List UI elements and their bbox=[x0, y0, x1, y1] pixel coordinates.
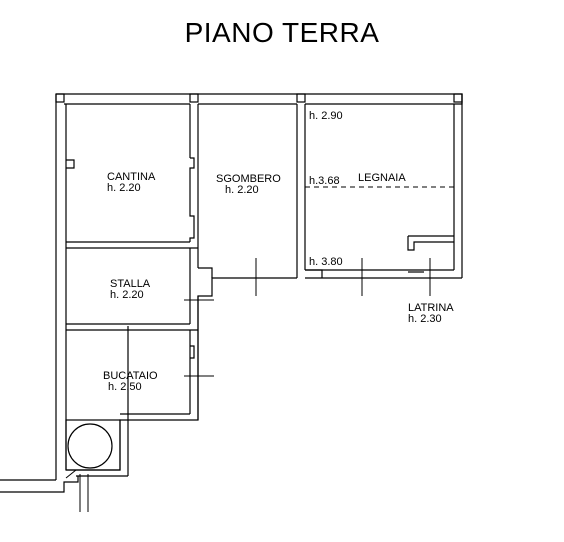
room-name-bucataio: BUCATAIO bbox=[103, 370, 158, 382]
room-height-bucataio: h. 2.50 bbox=[108, 381, 142, 393]
room-height-latrina: h. 2.30 bbox=[408, 313, 442, 325]
room-name-legnaia: LEGNAIA bbox=[358, 172, 406, 184]
room-name-latrina: LATRINA bbox=[408, 302, 454, 314]
height-mark-380: h. 3.80 bbox=[309, 256, 343, 268]
room-name-cantina: CANTINA bbox=[107, 171, 156, 183]
room-name-sgombero: SGOMBERO bbox=[216, 173, 281, 185]
room-height-cantina: h. 2.20 bbox=[107, 182, 141, 194]
interior-walls bbox=[66, 104, 454, 420]
door-marks bbox=[79, 258, 431, 512]
height-mark-290: h. 2.90 bbox=[309, 110, 343, 122]
height-mark-368: h.3.68 bbox=[309, 175, 340, 187]
well-circle bbox=[65, 419, 121, 479]
plan-title: PIANO TERRA bbox=[184, 17, 380, 48]
room-height-stalla: h. 2.20 bbox=[110, 289, 144, 301]
outer-walls bbox=[0, 93, 463, 493]
room-height-sgombero: h. 2.20 bbox=[225, 184, 259, 196]
room-name-stalla: STALLA bbox=[110, 278, 151, 290]
